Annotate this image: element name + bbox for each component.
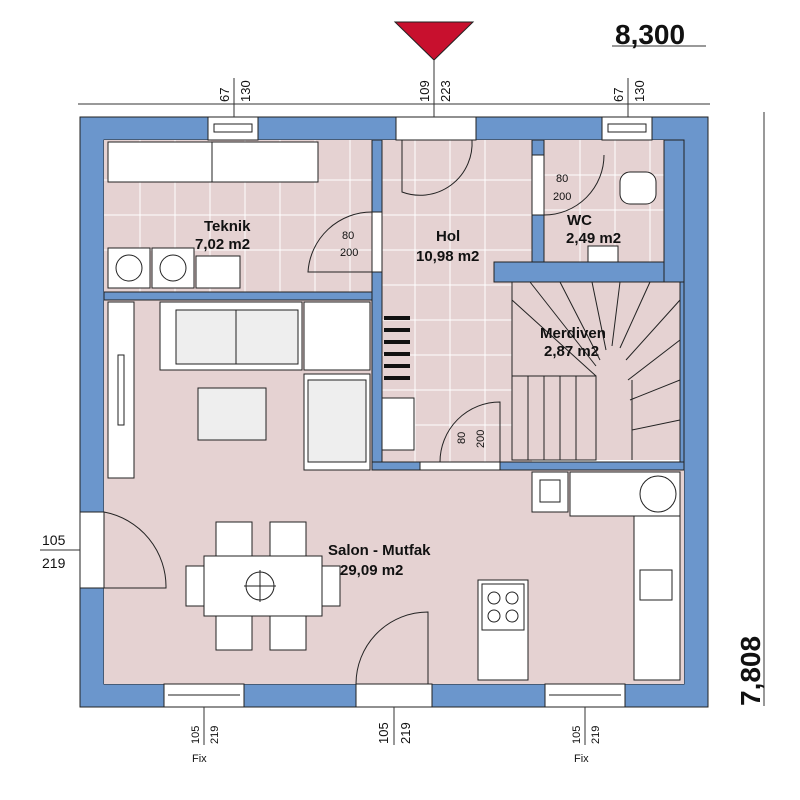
window-wc-width: 67: [611, 88, 626, 102]
teknik-door-height: 200: [340, 247, 358, 259]
window-wc-height: 130: [632, 80, 647, 102]
window-bl-height: 219: [209, 726, 221, 744]
window-teknik-width: 67: [217, 88, 232, 102]
room-wc-name: WC: [567, 212, 592, 229]
windows: [163, 116, 653, 708]
entry-door-height: 223: [438, 80, 453, 102]
door-swings: [103, 139, 605, 685]
furniture: [107, 141, 681, 681]
stair-door-width: 80: [456, 432, 468, 444]
overall-width: 8,300: [615, 19, 685, 50]
wc-door-width: 80: [556, 173, 568, 185]
room-hol-area: 10,98 m2: [416, 248, 479, 265]
dimension-lines: [40, 45, 765, 745]
wc-toilet: [619, 171, 657, 205]
stair-door-height: 200: [475, 430, 487, 448]
wc-sink: [587, 245, 619, 263]
window-br-height: 219: [590, 726, 602, 744]
teknik-door-width: 80: [342, 230, 354, 242]
window-br-width: 105: [571, 726, 583, 744]
door-bottom-width: 105: [376, 722, 391, 744]
coat-hooks: [384, 316, 410, 380]
teknik-cabinet: [107, 141, 319, 183]
entry-door-width: 109: [417, 80, 432, 102]
window-teknik-height: 130: [238, 80, 253, 102]
tv-unit: [381, 397, 415, 451]
room-hol-name: Hol: [436, 228, 460, 245]
wc-door-height: 200: [553, 191, 571, 203]
entry-door-top: [395, 116, 477, 141]
room-merdiven-name: Merdiven: [540, 325, 606, 342]
openings: [79, 154, 545, 708]
overall-depth: 7,808: [735, 636, 766, 706]
window-left-width: 105: [42, 532, 66, 548]
room-salon-name: Salon - Mutfak: [328, 542, 431, 559]
kitchen-counter: [569, 471, 681, 517]
window-bl-fix: Fix: [192, 753, 207, 765]
coffee-table: [197, 387, 267, 441]
room-salon-area: 29,09 m2: [340, 562, 403, 579]
room-wc-area: 2,49 m2: [566, 230, 621, 247]
window-left-height: 219: [42, 555, 66, 571]
entrance-marker: [393, 21, 475, 61]
staircase: [511, 281, 681, 461]
dryer: [151, 247, 195, 289]
room-merdiven-area: 2,87 m2: [544, 343, 599, 360]
door-bottom-height: 219: [398, 722, 413, 744]
washing-machine: [107, 247, 151, 289]
sink: [639, 569, 673, 601]
window-bl-width: 105: [190, 726, 202, 744]
window-br-fix: Fix: [574, 753, 589, 765]
room-teknik-area: 7,02 m2: [195, 236, 250, 253]
room-teknik-name: Teknik: [204, 218, 251, 235]
